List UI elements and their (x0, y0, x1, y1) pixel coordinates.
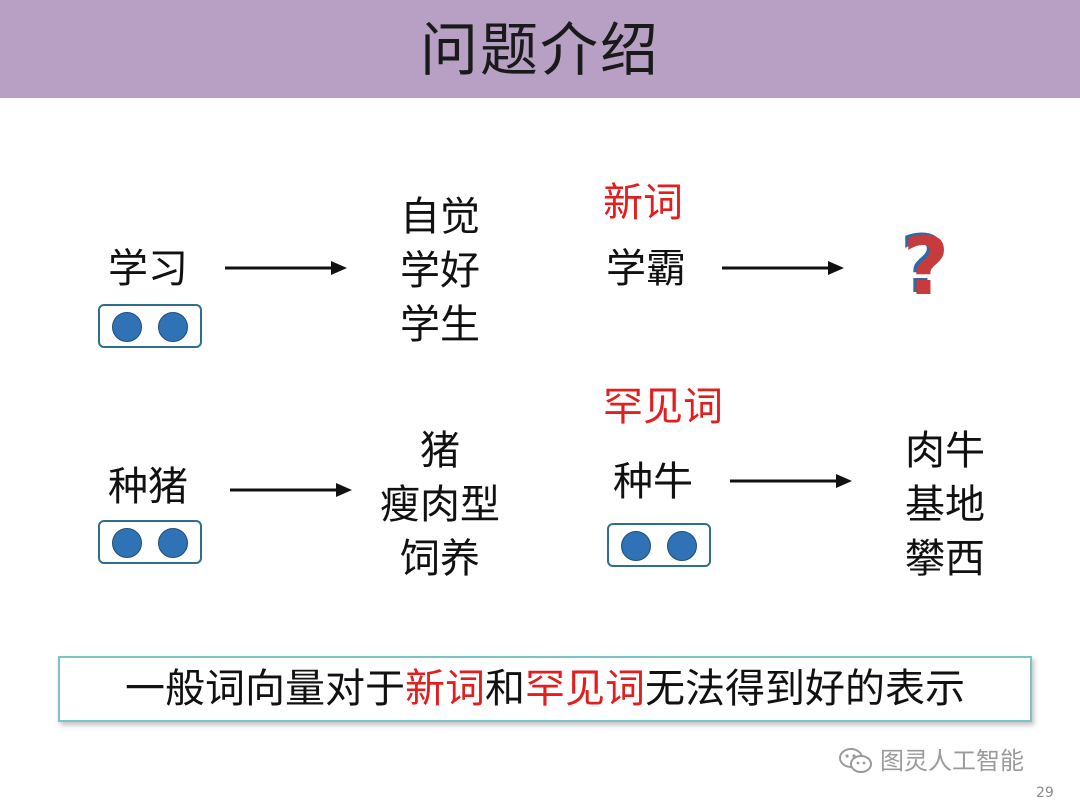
vector-dot (158, 312, 188, 342)
summary-new-word: 新词 (405, 666, 485, 712)
summary-text: 和 (485, 666, 525, 712)
word-vector-3 (607, 523, 711, 567)
word-vector-1 (98, 304, 202, 348)
arrow-right-icon (722, 261, 844, 275)
watermark-text: 图灵人工智能 (880, 747, 1024, 775)
source-word-1: 学习 (108, 246, 188, 292)
summary-text: 一般词向量对于 (125, 666, 405, 712)
arrow-right-icon (730, 474, 852, 488)
rare-neighbor-list: 肉牛 基地 攀西 (895, 424, 995, 586)
summary-box: 一般词向量对于新词和罕见词无法得到好的表示 (58, 656, 1032, 722)
new-word: 学霸 (606, 246, 686, 292)
neighbor-word: 基地 (905, 482, 985, 528)
vector-dot (621, 531, 651, 561)
neighbor-list-2: 猪 瘦肉型 饲养 (365, 424, 515, 586)
vector-dot (158, 528, 188, 558)
neighbor-word: 饲养 (400, 536, 480, 582)
neighbor-word: 自觉 (400, 194, 480, 240)
arrow-right-icon (225, 261, 347, 275)
neighbor-word: 学生 (400, 302, 480, 348)
neighbor-word: 猪 (420, 428, 460, 474)
neighbor-word: 学好 (400, 248, 480, 294)
vector-dot (667, 531, 697, 561)
rare-word-label: 罕见词 (603, 384, 723, 430)
slide-title: 问题介绍 (419, 16, 660, 84)
arrow-right-icon (230, 483, 352, 497)
vector-dot (112, 528, 142, 558)
new-word-label: 新词 (603, 180, 683, 226)
neighbor-word: 肉牛 (905, 428, 985, 474)
neighbor-word: 瘦肉型 (380, 482, 500, 528)
question-mark-icon: ? (902, 220, 950, 313)
summary-text: 无法得到好的表示 (645, 666, 965, 712)
title-bar (0, 0, 1080, 98)
vector-dot (112, 312, 142, 342)
wechat-icon (839, 748, 872, 773)
neighbor-list-1: 自觉 学好 学生 (390, 190, 490, 352)
page-number: 29 (1036, 785, 1054, 801)
word-vector-2 (98, 520, 202, 564)
summary-rare-word: 罕见词 (525, 666, 645, 712)
rare-word: 种牛 (613, 459, 693, 505)
source-word-2: 种猪 (108, 464, 188, 510)
neighbor-word: 攀西 (905, 536, 985, 582)
